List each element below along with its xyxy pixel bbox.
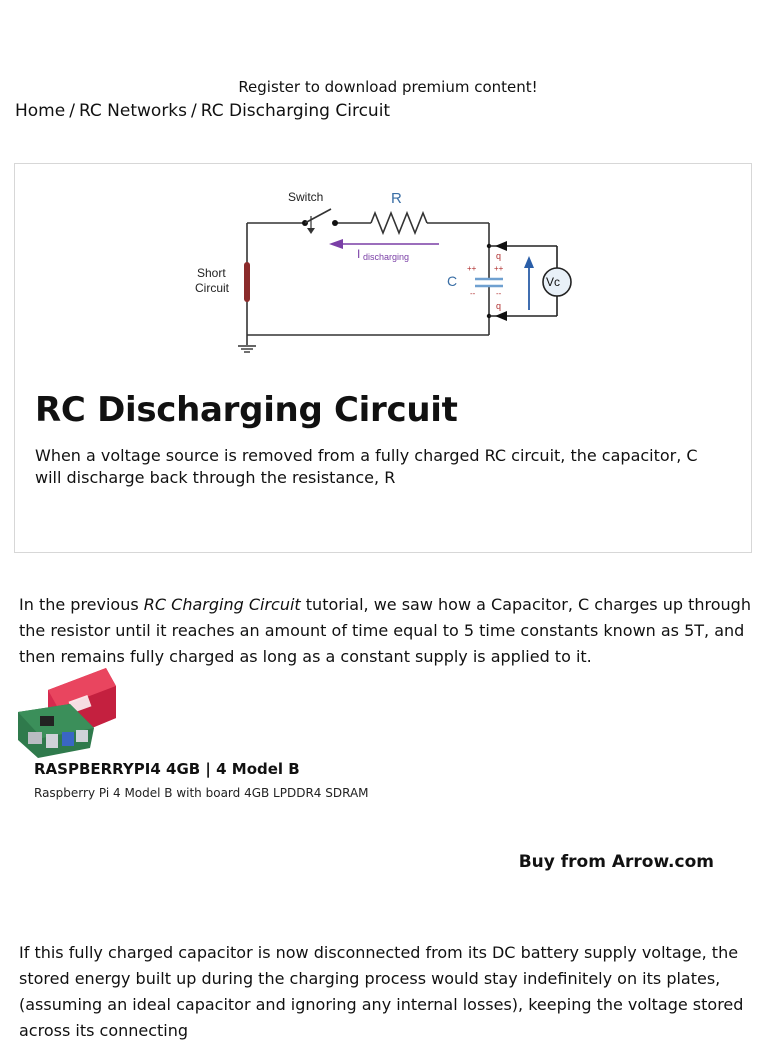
- voltmeter-arrowheads: [495, 241, 507, 321]
- intro-text-after: tutorial, we saw how a Capacitor, C char…: [19, 595, 751, 666]
- buy-from-arrow-link[interactable]: Buy from Arrow.com: [518, 852, 714, 872]
- article-header-card: Switch R I discharging Short Circuit C V…: [14, 163, 752, 553]
- circuit-label: Circuit: [195, 281, 230, 295]
- plus-signs-left: ++: [467, 264, 477, 273]
- intro-paragraph: In the previous RC Charging Circuit tuto…: [19, 592, 759, 670]
- breadcrumb: Home/RC Networks/RC Discharging Circuit: [15, 101, 390, 121]
- register-banner[interactable]: Register to download premium content!: [238, 78, 538, 96]
- breadcrumb-home[interactable]: Home: [15, 101, 66, 121]
- rc-discharging-circuit-diagram: Switch R I discharging Short Circuit C V…: [195, 190, 572, 353]
- current-label: I: [357, 247, 360, 261]
- plus-signs-right: ++: [494, 264, 504, 273]
- discharge-current-arrow: [329, 239, 439, 249]
- ground-icon: [238, 345, 256, 353]
- minus-signs-left: --: [470, 289, 476, 298]
- breadcrumb-separator: /: [69, 101, 75, 121]
- circuit-wires: [246, 222, 490, 345]
- voltage-arrow: [524, 256, 534, 310]
- body-paragraph: If this fully charged capacitor is now d…: [19, 943, 744, 1040]
- capacitor-label: C: [447, 273, 457, 289]
- charge-q-top: q: [496, 251, 501, 261]
- voltmeter-icon: [542, 267, 572, 297]
- intro-text-before: In the previous: [19, 595, 144, 614]
- breadcrumb-current: RC Discharging Circuit: [200, 101, 391, 121]
- switch-label: Switch: [288, 190, 323, 204]
- resistor-label: R: [391, 190, 402, 207]
- page-title: RC Discharging Circuit: [35, 390, 458, 430]
- breadcrumb-rc-networks[interactable]: RC Networks: [78, 101, 188, 121]
- capacitor-icon: [475, 277, 503, 288]
- page-description: When a voltage source is removed from a …: [35, 446, 698, 487]
- charge-q-bottom: q: [496, 301, 501, 311]
- short-label: Short: [197, 266, 226, 280]
- resistor-icon: [370, 210, 428, 236]
- current-label-subscript: discharging: [363, 252, 409, 262]
- product-subtitle: Raspberry Pi 4 Model B with board 4GB LP…: [34, 786, 369, 800]
- rc-charging-circuit-reference: RC Charging Circuit: [143, 595, 301, 614]
- short-circuit-link: [244, 262, 250, 302]
- voltmeter-label: Vc: [546, 275, 560, 289]
- breadcrumb-separator: /: [191, 101, 197, 121]
- minus-signs-right: --: [496, 289, 502, 298]
- switch-icon: [302, 208, 338, 234]
- raspberry-pi-product-image[interactable]: [18, 668, 118, 760]
- product-title[interactable]: RASPBERRYPI4 4GB | 4 Model B: [34, 760, 300, 778]
